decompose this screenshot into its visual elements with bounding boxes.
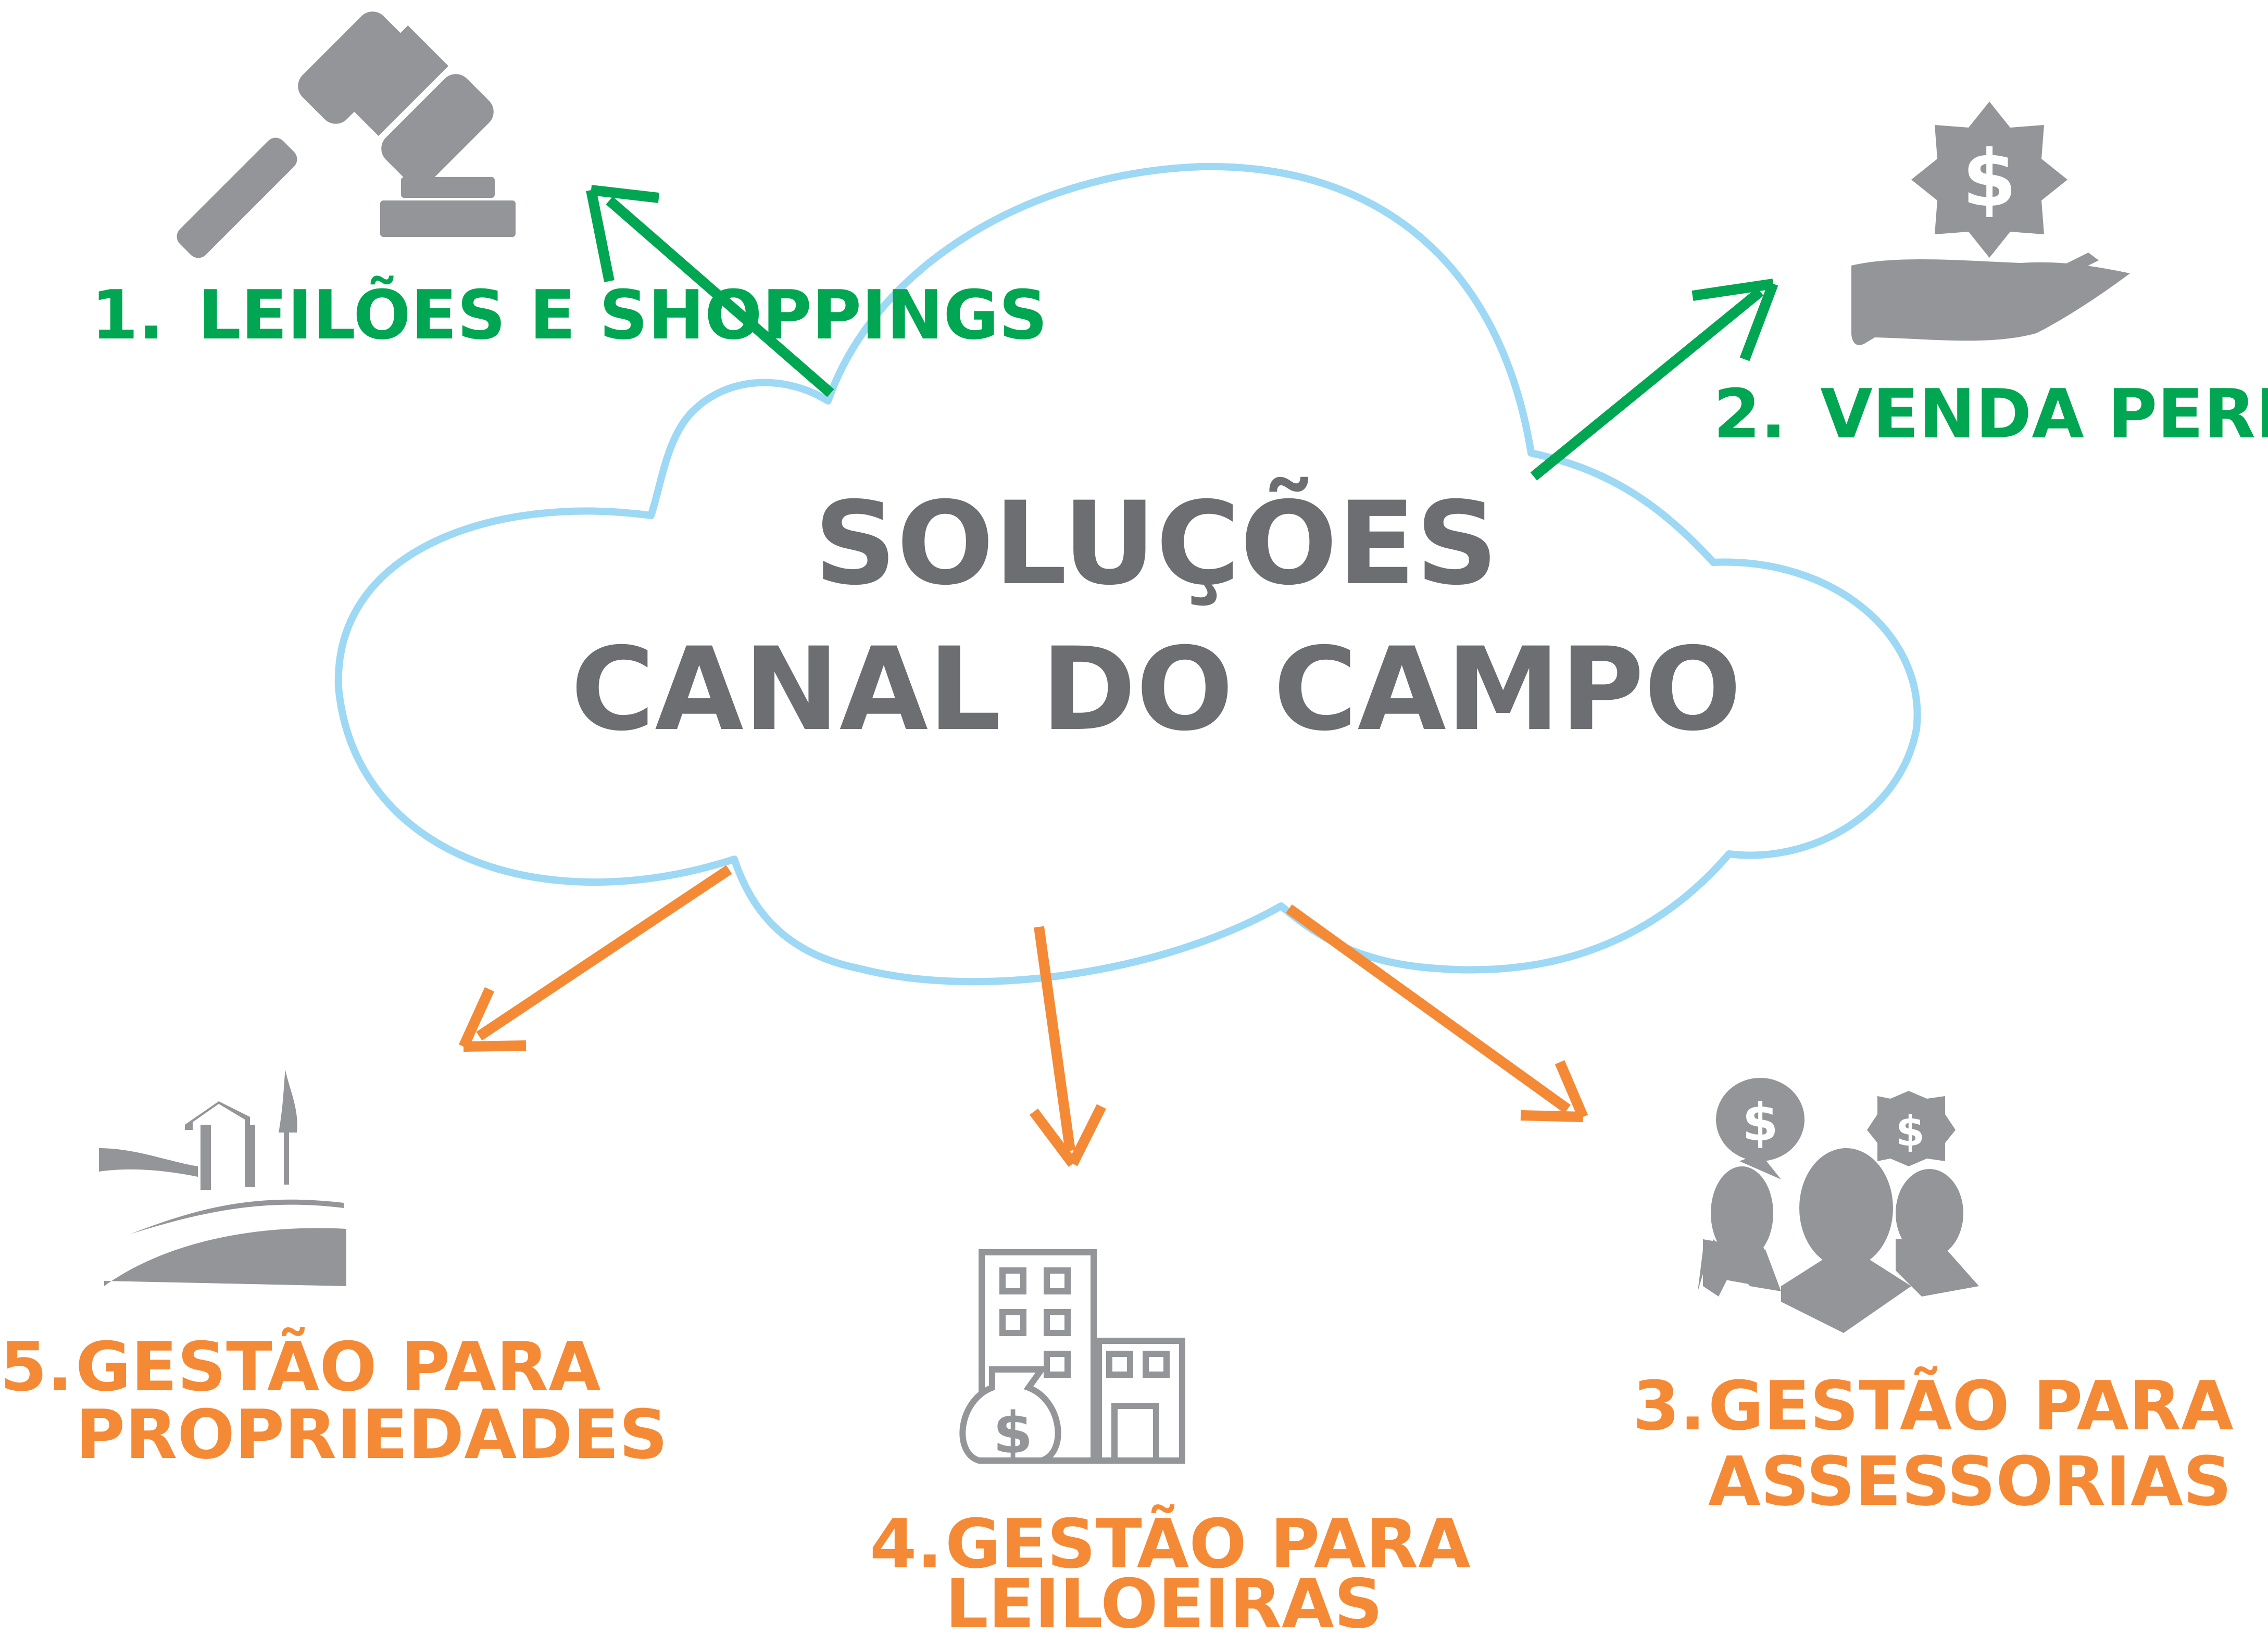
label-3-number: 3.: [1633, 1366, 1706, 1445]
label-5-number: 5.: [0, 1327, 73, 1406]
center-title-line2: CANAL DO CAMPO: [571, 623, 1741, 756]
label-2-number: 2.: [1713, 374, 1786, 454]
label-4-line2: LEILOEIRAS: [945, 1564, 1383, 1635]
label-3-line1: GESTÃO PARA: [1708, 1366, 2234, 1445]
label-4-number: 4.: [870, 1504, 943, 1583]
svg-text:$: $: [1896, 1107, 1925, 1155]
arrow-2-venda: [1530, 279, 1778, 481]
arrow-3-assessorias: [1286, 904, 1588, 1122]
advisors-people-icon: $ $: [1698, 1078, 1979, 1333]
label-5-line1: GESTÃO PARA: [76, 1327, 601, 1406]
label-1-number: 1.: [91, 275, 164, 355]
label-4-leiloeiras: 4. GESTÃO PARA LEILOEIRAS: [870, 1504, 1494, 1635]
label-1-leiloes: 1. LEILÕES E SHOPPINGS: [91, 275, 1048, 355]
money-bag-dollar-sign: $: [993, 1400, 1033, 1466]
label-2-text: VENDA PERMANENTE: [1820, 374, 2268, 454]
arrow-4-leiloeiras: [1030, 926, 1106, 1167]
auction-gavel-icon: [177, 11, 516, 258]
cloud-shape: [334, 162, 1921, 986]
label-2-venda: 2. VENDA PERMANENTE: [1713, 374, 2268, 454]
label-4-line1: GESTÃO PARA: [945, 1504, 1471, 1583]
label-5-propriedades: 5. GESTÃO PARA PROPRIEDADES: [0, 1327, 668, 1474]
label-1-text: LEILÕES E SHOPPINGS: [198, 275, 1047, 355]
label-3-assessorias: 3. GESTÃO PARA ASSESSORIAS: [1633, 1366, 2257, 1521]
building-money-bag-icon: [959, 1249, 1185, 1464]
center-title-line1: SOLUÇÕES: [814, 477, 1498, 610]
svg-text:$: $: [1742, 1092, 1778, 1153]
hand-money-icon: $: [1851, 102, 2130, 345]
label-3-line2: ASSESSORIAS: [1708, 1442, 2232, 1521]
svg-text:$: $: [1962, 134, 2016, 224]
arrow-5-propriedades: [458, 865, 732, 1052]
farm-property-icon: [99, 1070, 346, 1286]
label-5-line2: PROPRIEDADES: [76, 1395, 668, 1474]
arrow-1-leiloes: [586, 185, 834, 397]
